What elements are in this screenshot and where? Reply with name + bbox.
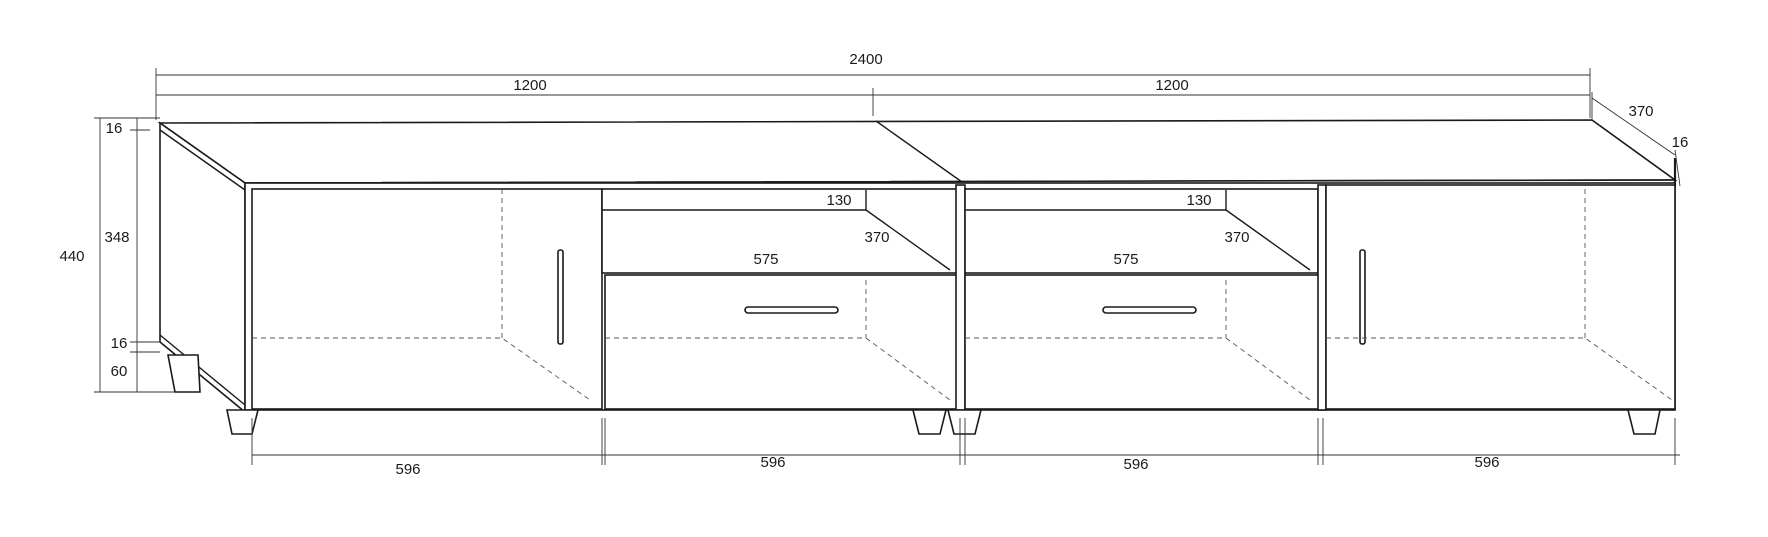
label-module-2-width: 596 — [760, 454, 785, 471]
dim-ext-thickness — [1674, 149, 1681, 187]
left-side-bottom-edge-inner — [159, 334, 246, 406]
open-shelf-right — [964, 188, 1319, 274]
label-shelf-right-width: 575 — [1113, 251, 1138, 268]
leg-front-left — [226, 409, 260, 435]
cabinet-top-surface — [157, 119, 1678, 184]
drawer-left-handle — [744, 306, 839, 314]
label-module-3-width: 596 — [1123, 456, 1148, 473]
right-door-hidden-lines — [1326, 189, 1673, 401]
leg-back-left — [167, 354, 201, 393]
label-left-half-width: 1200 — [513, 77, 546, 94]
label-shelf-left-height: 130 — [826, 192, 851, 209]
label-right-half-width: 1200 — [1155, 77, 1188, 94]
leg-front-center-left — [911, 409, 948, 435]
leg-front-right — [1626, 409, 1661, 435]
center-divider — [955, 184, 966, 411]
open-shelf-left — [601, 188, 961, 274]
label-module-1-width: 596 — [395, 461, 420, 478]
label-total-height: 440 — [59, 248, 84, 265]
drawer-left-hidden-lines — [605, 280, 951, 401]
drawer-right-hidden-lines — [965, 280, 1311, 401]
label-top-thickness: 16 — [106, 120, 123, 137]
drawer-right — [964, 274, 1321, 410]
cabinet-body — [157, 119, 1678, 414]
label-shelf-left-width: 575 — [753, 251, 778, 268]
dim-line-depth — [1591, 97, 1676, 156]
right-divider — [1317, 184, 1327, 411]
dimension-labels: 2400 1200 1200 370 16 16 348 440 16 60 1… — [59, 51, 1688, 478]
top-surface-center-seam — [875, 120, 963, 183]
leg-front-center-right — [946, 409, 983, 435]
right-door — [1325, 184, 1676, 410]
label-module-4-width: 596 — [1474, 454, 1499, 471]
drawer-left — [604, 274, 963, 410]
drawer-right-handle — [1102, 306, 1197, 314]
label-shelf-right-height: 130 — [1186, 192, 1211, 209]
label-bottom-thickness: 16 — [111, 335, 128, 352]
cabinet-legs — [167, 354, 1661, 435]
open-shelf-left-depth-edge — [865, 209, 951, 271]
label-total-width: 2400 — [849, 51, 882, 68]
right-door-handle — [1359, 249, 1366, 345]
left-door — [251, 188, 603, 410]
label-inner-height: 348 — [104, 229, 129, 246]
label-leg-height: 60 — [111, 363, 128, 380]
label-shelf-left-depth: 370 — [864, 229, 889, 246]
left-door-handle — [557, 249, 564, 345]
label-side-thickness: 16 — [1672, 134, 1689, 151]
left-side-top-edge-inner — [159, 129, 246, 191]
label-depth: 370 — [1628, 103, 1653, 120]
left-door-hidden-lines — [252, 189, 591, 401]
open-shelf-right-depth-edge — [1225, 209, 1311, 271]
label-shelf-right-depth: 370 — [1224, 229, 1249, 246]
dimension-lines — [94, 68, 1681, 465]
